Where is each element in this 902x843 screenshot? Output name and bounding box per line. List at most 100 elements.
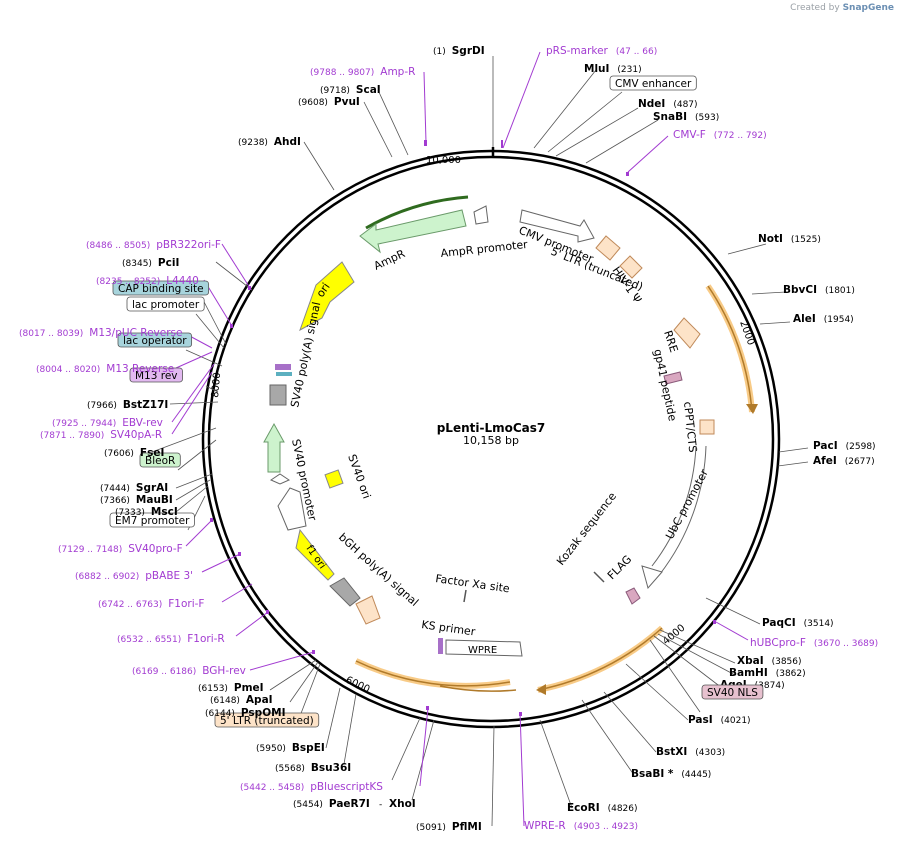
primer-ring-marks [210,140,716,716]
primer-prsmarker-name: pRS-marker [546,45,609,57]
enzyme-scai-position: (9718) [320,86,350,96]
tick-10000: 10,000 [426,155,461,166]
enzyme-ecori-name: EcoRI [567,802,600,814]
feature-cppt-box [699,419,715,435]
enzyme-ndei-position: (487) [673,100,697,110]
enzyme-pasi-name: PasI [688,714,713,726]
feature-box-capbind [112,280,210,296]
feature-box-sv40nls [701,684,764,700]
enzyme-bbvci-name: BbvCI [783,284,817,296]
feature-label-ampr-promoter: AmpR promoter [440,238,529,260]
outer-labels: SgrDI(1)pRS-marker(47 .. 66)MluI(231)CMV… [19,45,878,833]
enzyme-pvui-name: PvuI [334,96,360,108]
primer-cmvf-position: (772 .. 792) [714,131,767,141]
orf-arrow-left-2 [439,685,517,692]
enzyme-bsu36i-name: Bsu36I [311,762,351,774]
enzyme-paci-position: (2598) [846,442,876,452]
enzyme-alei-position: (1954) [824,315,854,325]
enzyme-sgrai-name: SgrAI [136,482,168,494]
enzyme-bstz17i-name: BstZ17I [123,399,168,411]
primer-m13pucrev-position: (8017 .. 8039) [19,329,83,339]
primer-pbluescript-name: pBluescriptKS [310,781,383,793]
enzyme-xbai-name: XbaI [737,655,764,667]
enzyme-bstz17i-position: (7966) [87,401,117,411]
feature-box-label-lacprom: lac promoter [132,299,200,311]
backbone-inner-ring [207,155,775,723]
feature-gp41-box [663,371,683,385]
feature-box-label-ltr5: 5' LTR (truncated) [220,715,314,727]
primer-ebvrev-name: EBV-rev [122,417,163,429]
feature-factorxa-mark [463,589,467,603]
feature-sv40-polya-box [269,384,287,406]
feature-label-ks: KS primer [421,618,477,638]
watermark-brand: SnapGene [842,3,894,13]
primer-m13reverse-position: (8004 .. 8020) [36,365,100,375]
enzyme-afei-name: AfeI [813,455,837,467]
enzyme-pcii-name: PciI [158,257,179,269]
feature-box-lacop [117,332,193,348]
enzyme-bbvci-position: (1801) [825,286,855,296]
feature-label-wpre: WPRE [468,645,497,656]
feature-sv40-promoter-arrow [277,487,307,531]
primer-pbluescript-position: (5442 .. 5458) [240,783,304,793]
feature-box-em7 [109,512,195,528]
enzyme-bspei-name: BspEI [292,742,325,754]
plasmid-size: 10,158 bp [463,434,519,447]
primer-f1orir-position: (6532 .. 6551) [117,635,181,645]
primer-hubcpro-position: (3670 .. 3689) [814,639,878,649]
feature-box-label-sv40nls: SV40 NLS [707,687,758,699]
feature-cmv-promoter-arrow [519,209,595,243]
watermark-prefix: Created by [790,3,840,13]
primer-bghrev-position: (6169 .. 6186) [132,667,196,677]
enzyme-pmei-position: (6153) [198,684,228,694]
feature-box-label-cmvenh: CMV enhancer [615,78,692,90]
enzyme-paqci-name: PaqCI [762,617,796,629]
enzyme-pcii-position: (8345) [122,259,152,269]
enzyme-ndei-name: NdeI [638,98,665,110]
enzyme-snabi-name: SnaBI [653,111,687,123]
primer-wprer-name: WPRE-R [524,820,566,832]
feature-ubc-inner [651,445,697,567]
orf-arrow-bottom [537,627,663,691]
feature-box-label-capbind: CAP binding site [118,283,204,295]
orf-arrowhead-bottom [536,684,546,695]
feature-label-sv40-ori: SV40 ori [345,453,373,501]
enzyme-mlui-name: MluI [584,63,609,75]
orf-arrow-left [355,660,511,687]
feature-f1ori-arrow [295,528,335,581]
feature-lac-mark [276,372,292,376]
primer-m13pucrev-name: M13/pUC Reverse [89,327,182,339]
enzyme-bspei-position: (5950) [256,744,286,754]
feature-label-cppt: cPPT/CTS [681,401,699,453]
enzyme-agei-position: (3874) [755,681,785,691]
feature-bleor-arrow [263,422,285,473]
primer-ebvrev-position: (7925 .. 7944) [52,419,116,429]
feature-box-m13rev [129,367,183,383]
feature-box-cmvenh [609,75,697,91]
primer-bghrev-name: BGH-rev [202,665,246,677]
enzyme-scai-name: ScaI [356,84,381,96]
feature-box-lacprom [126,296,205,312]
primer-f1orif-position: (6742 .. 6763) [98,600,162,610]
enzyme-bamhi-position: (3862) [776,669,806,679]
enzyme-maubi-position: (7366) [100,496,130,506]
feature-label-gp41: gp41 peptide [651,348,679,423]
enzyme-pmei-name: PmeI [234,682,264,694]
tick-8000: 8000 [210,372,223,398]
feature-ltr-box [355,595,381,625]
enzyme-mlui-position: (231) [617,65,641,75]
feature-label-ampr: AmpR [372,247,408,273]
enzyme-bsabi-position: (4445) [681,770,711,780]
primer-f1orif-name: F1ori-F [168,598,204,610]
primer-pbr322-name: pBR322ori-F [156,239,221,251]
snapgene-watermark: Created by SnapGene [790,3,894,13]
feature-em7-arrow [269,473,291,485]
primer-pbabe-position: (6882 .. 6902) [75,572,139,582]
primer-hubcpro-name: hUBCpro-F [750,637,806,649]
primer-m13reverse-name: M13 Reverse [106,363,174,375]
enzyme-sgrdi-position: (1) [433,47,446,57]
enzyme-alei-name: AleI [793,313,816,325]
enzyme-xhoi-position: - [379,800,382,810]
orf-arrow-top [707,285,753,413]
primer-l4440-name: L4440 [166,275,199,287]
